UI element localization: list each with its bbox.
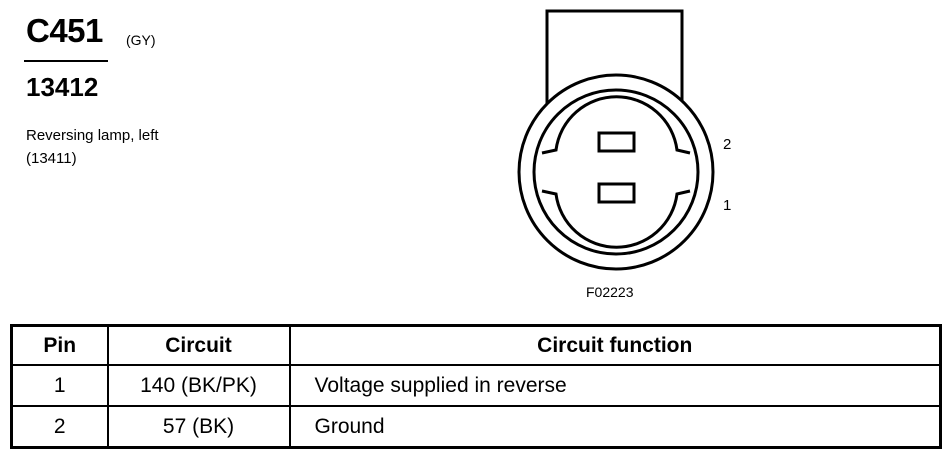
header-circuit-function: Circuit function: [288, 324, 942, 366]
pin-table: Pin Circuit Circuit function 1 140 (BK/P…: [10, 324, 942, 449]
diagram-reference-code: F02223: [586, 284, 634, 300]
header-pin: Pin: [10, 324, 109, 366]
connector-outer-ring: [517, 73, 715, 271]
table-row: 2 57 (BK) Ground: [10, 405, 942, 449]
connector-id: C451: [26, 12, 103, 49]
cell-circuit-function: Voltage supplied in reverse: [288, 364, 942, 407]
component-description: Reversing lamp, left: [26, 127, 159, 144]
pin-1-terminal: [597, 182, 636, 204]
pin-label-2: 2: [723, 136, 732, 153]
cell-pin: 2: [10, 405, 109, 449]
connector-inner-ring: [532, 88, 700, 256]
title-rule: [24, 60, 108, 62]
cell-circuit: 57 (BK): [106, 405, 291, 449]
connector-keyway-top: [541, 95, 691, 155]
pin-label-1: 1: [723, 197, 732, 214]
cell-circuit: 140 (BK/PK): [106, 364, 291, 407]
connector-diagram: [517, 9, 715, 271]
cell-pin: 1: [10, 364, 109, 407]
connector-housing-tab: [545, 9, 684, 104]
color-code: (GY): [126, 32, 156, 48]
connector-keyway-bottom: [541, 189, 691, 249]
pin-2-terminal: [597, 131, 636, 153]
cell-circuit-function: Ground: [288, 405, 942, 449]
table-row: 1 140 (BK/PK) Voltage supplied in revers…: [10, 364, 942, 407]
part-number: 13412: [26, 72, 99, 102]
table-header-row: Pin Circuit Circuit function: [10, 324, 942, 366]
header-circuit: Circuit: [106, 324, 291, 366]
component-reference: (13411): [26, 150, 77, 167]
